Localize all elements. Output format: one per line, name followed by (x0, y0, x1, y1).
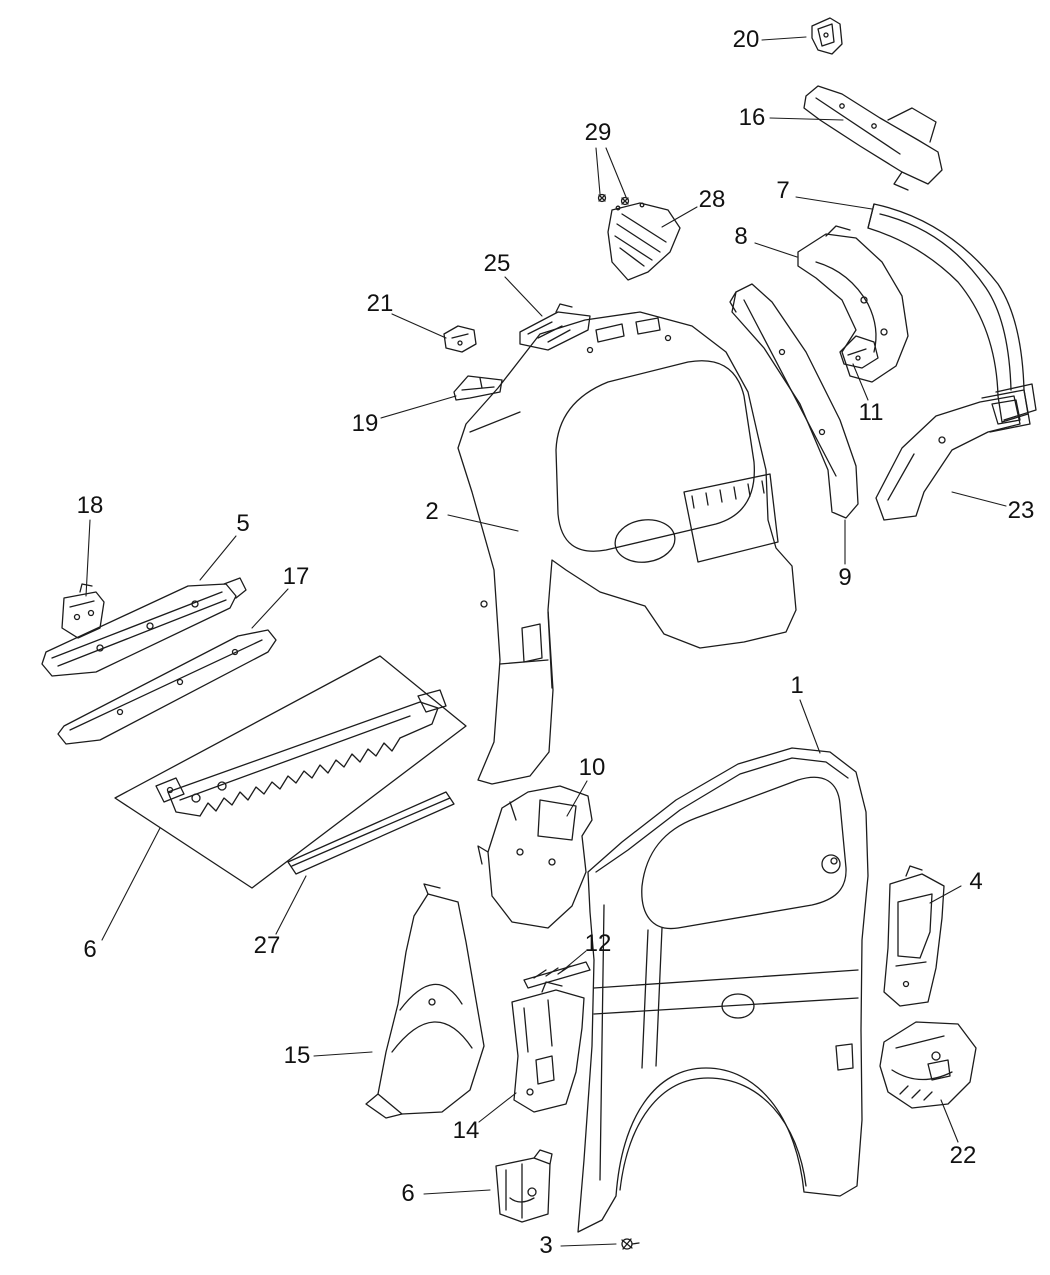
part-11-bracket (839, 335, 879, 369)
part-12-strip (523, 961, 591, 989)
callout-19: 19 (351, 410, 379, 437)
part-22-wheelhouse-bracket (879, 1021, 977, 1109)
callout-1: 1 (790, 672, 804, 699)
callout-10: 10 (578, 754, 606, 781)
callout-16: 16 (738, 104, 766, 131)
part-20-bracket (811, 17, 843, 55)
callout-25: 25 (483, 250, 511, 277)
callout-18: 18 (76, 492, 104, 519)
callout-27: 27 (253, 932, 281, 959)
callout-11: 11 (858, 399, 884, 426)
callout-14: 14 (452, 1117, 480, 1144)
callout-6-bracket: 6 (401, 1180, 415, 1207)
callout-20: 20 (732, 26, 760, 53)
callout-9: 9 (838, 564, 852, 591)
callout-29: 29 (584, 119, 612, 146)
callout-4: 4 (969, 868, 983, 895)
part-27-sill-strip (287, 791, 455, 875)
part-9-pillar-strip (729, 283, 859, 519)
part-5-rail (41, 577, 247, 677)
callout-17: 17 (282, 563, 310, 590)
part-15-wheelhouse-inner (365, 883, 485, 1119)
part-17-rail (57, 629, 277, 745)
part-21-bracket (443, 325, 477, 353)
callout-28: 28 (698, 186, 726, 213)
callout-15: 15 (283, 1042, 311, 1069)
callout-21: 21 (366, 290, 394, 317)
part-19-bracket (453, 375, 503, 401)
part-14-bracket (511, 981, 585, 1113)
callout-22: 22 (949, 1142, 977, 1169)
part-2-quarter-panel-inner (457, 311, 797, 785)
part-16-upper-rail (803, 85, 943, 191)
leader-lines (85, 36, 1007, 1247)
part-3-screw (621, 1238, 640, 1250)
callout-6-floor: 6 (83, 936, 97, 963)
callout-8: 8 (734, 223, 748, 250)
callout-23: 23 (1007, 497, 1035, 524)
part-1-quarter-panel-outer (577, 747, 869, 1233)
part-10-pillar-inner (477, 785, 593, 929)
callout-12: 12 (584, 930, 612, 957)
callout-5: 5 (236, 510, 250, 537)
part-28-panel (607, 202, 681, 281)
part-7-roof-side-rail (867, 203, 1037, 423)
part-8-wheelhouse-support (797, 225, 909, 383)
callout-7: 7 (776, 177, 790, 204)
part-4-pillar-outer (883, 865, 945, 1007)
part-6-floor-pan-assembly (114, 655, 467, 889)
callout-2: 2 (425, 498, 439, 525)
part-23-bracket (875, 389, 1031, 521)
callout-3: 3 (539, 1232, 553, 1259)
part-29-screws (597, 193, 630, 206)
part-25-bracket (519, 303, 591, 351)
part-18-bracket (61, 583, 105, 639)
part-6-bracket (495, 1149, 553, 1223)
